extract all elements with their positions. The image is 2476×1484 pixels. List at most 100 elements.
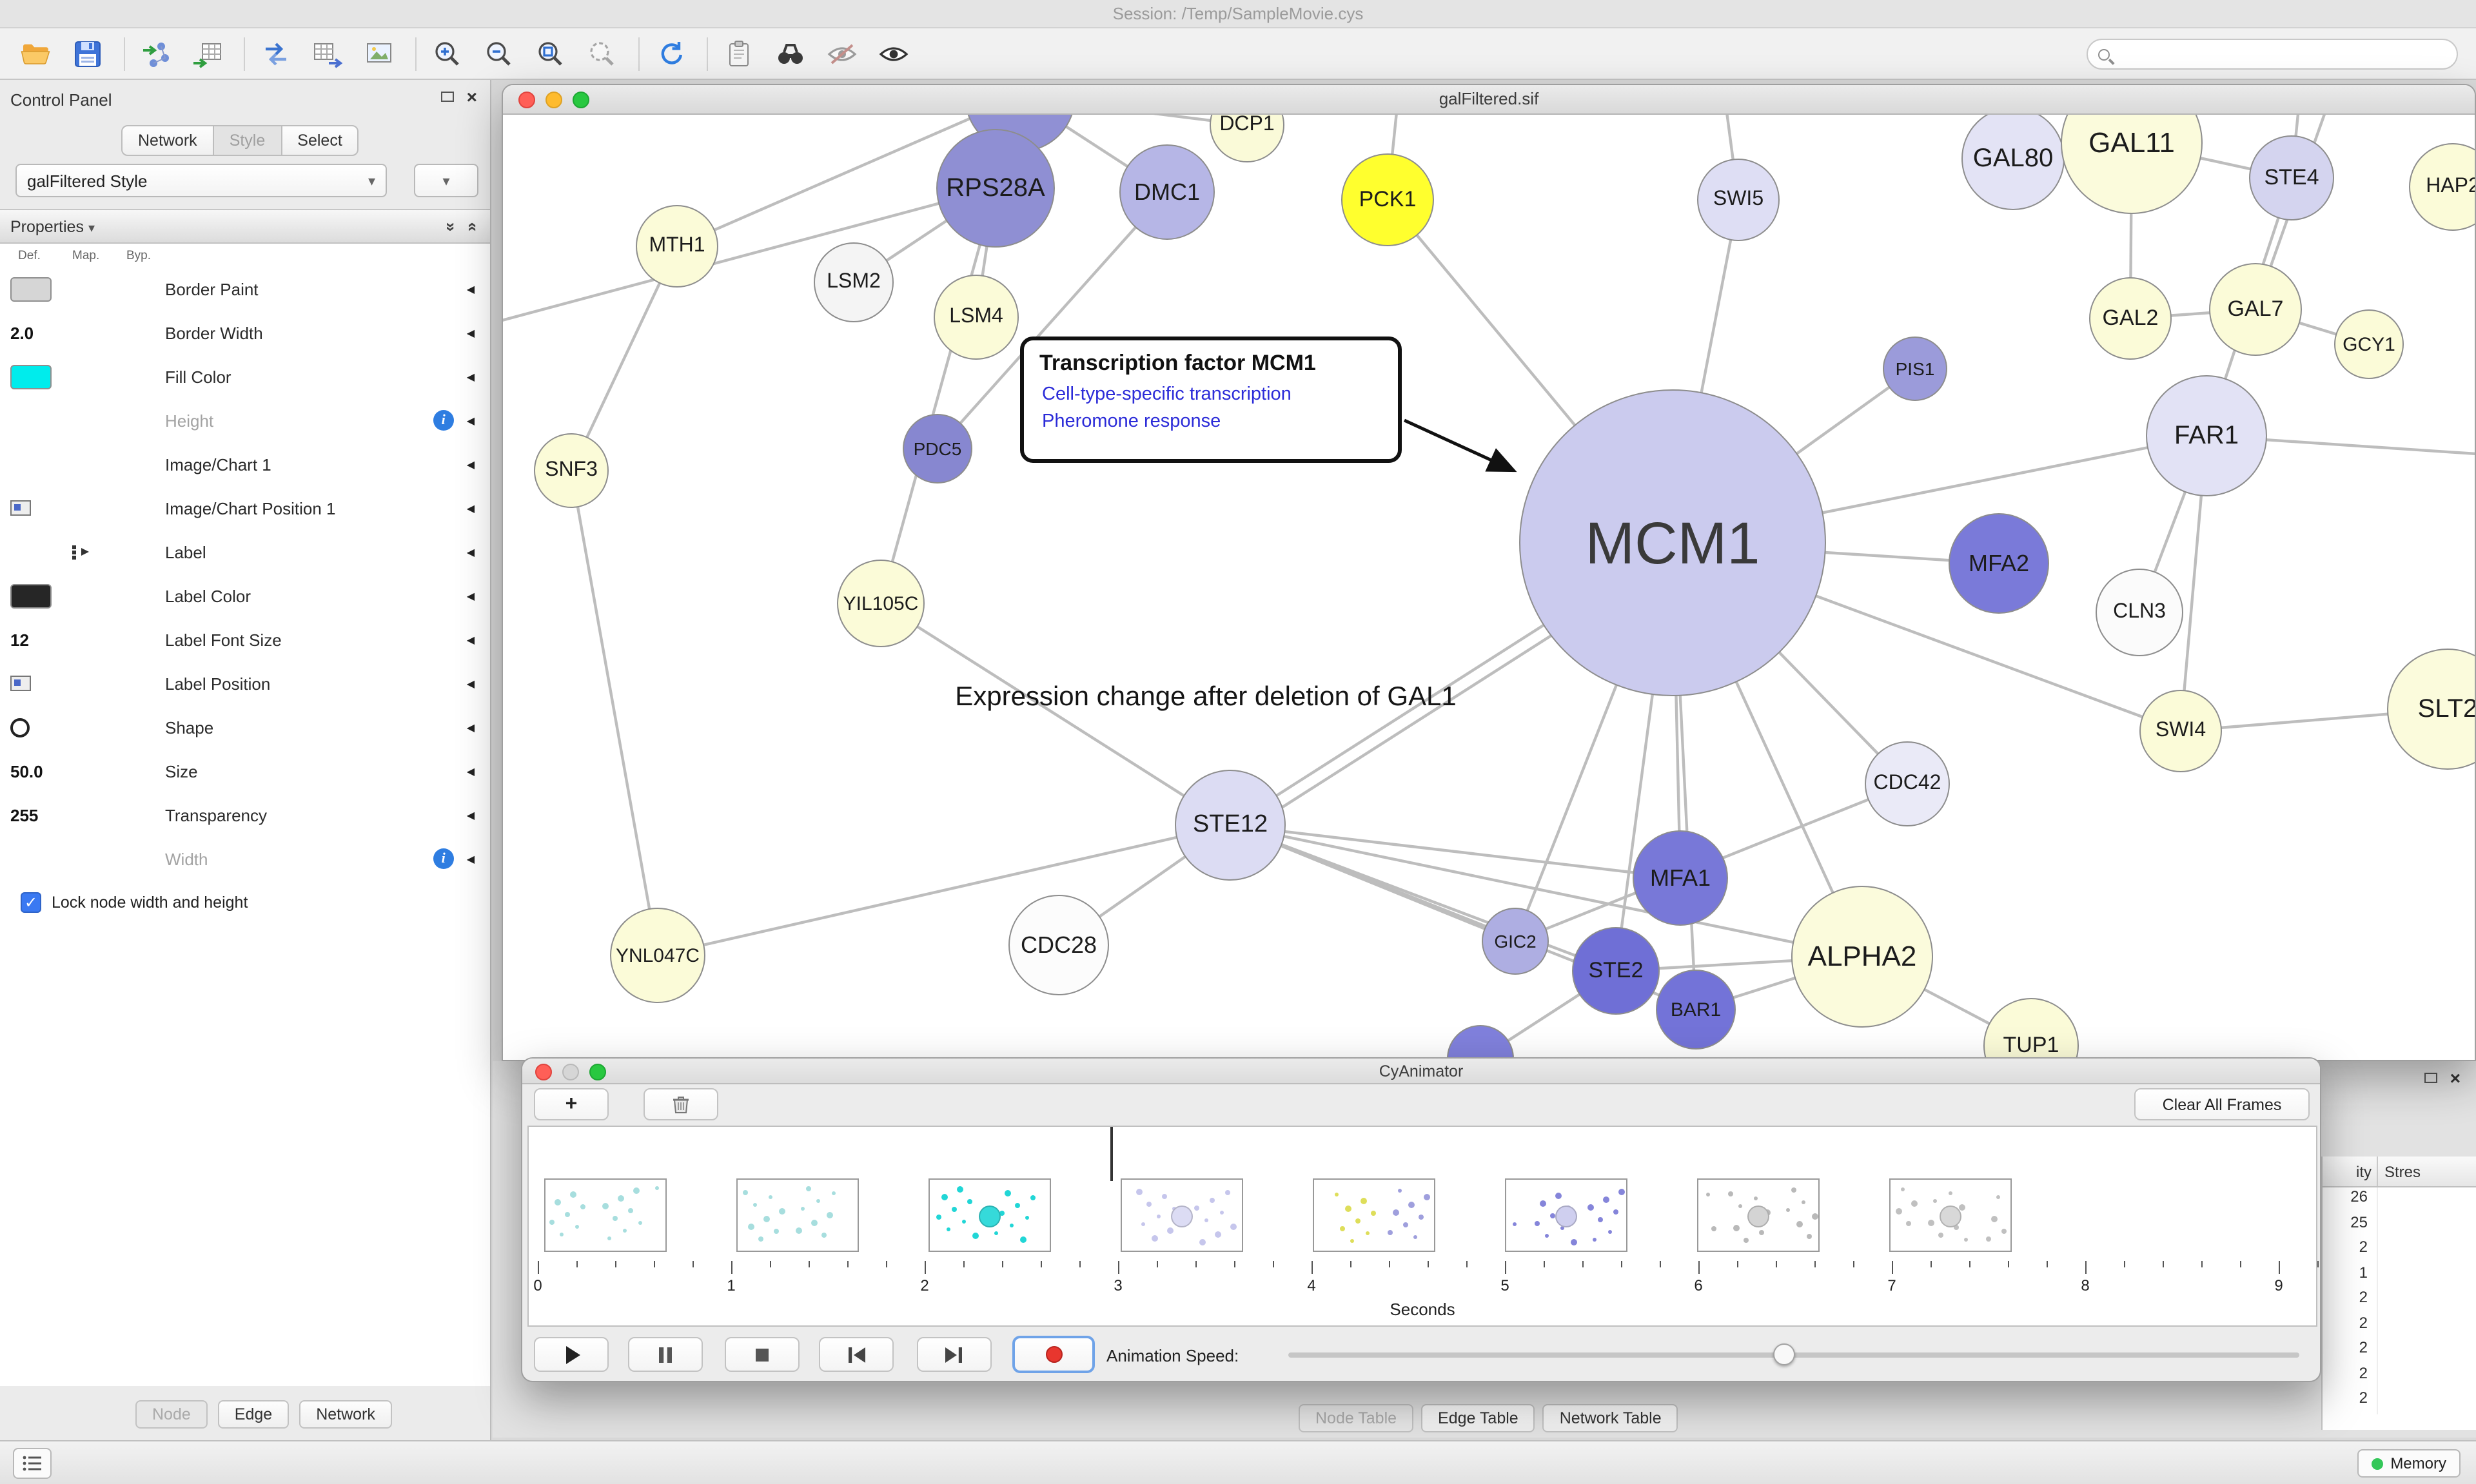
network-window-titlebar[interactable]: galFiltered.sif: [503, 85, 2475, 115]
play-button[interactable]: [534, 1337, 609, 1372]
app-titlebar[interactable]: Session: /Temp/SampleMovie.cys: [0, 0, 2476, 28]
table-row[interactable]: 2: [2323, 1338, 2476, 1363]
style-selector[interactable]: galFiltered Style ▾: [15, 164, 387, 197]
frame-thumbnail-5[interactable]: [1313, 1178, 1435, 1252]
property-row-label[interactable]: Label◀: [0, 530, 490, 574]
network-node-mcm1[interactable]: MCM1: [1519, 389, 1826, 696]
properties-section-header[interactable]: Properties ▾ » «: [0, 210, 490, 244]
network-node-cdc42[interactable]: CDC42: [1865, 741, 1950, 826]
pause-button[interactable]: [628, 1337, 703, 1372]
network-node-gic2[interactable]: GIC2: [1482, 908, 1549, 975]
add-frame-button[interactable]: +: [534, 1088, 609, 1120]
network-node-rps28a[interactable]: RPS28A: [936, 129, 1055, 248]
network-node-swi5[interactable]: SWI5: [1697, 159, 1780, 241]
network-node-hap2[interactable]: HAP2: [2409, 143, 2475, 231]
mapping-cell[interactable]: [57, 543, 113, 560]
skip-to-end-button[interactable]: [917, 1337, 992, 1372]
network-edge-SNF3-YNL047C[interactable]: [569, 470, 660, 956]
tab-style[interactable]: Style: [212, 125, 282, 156]
tab-network-bottom[interactable]: Network: [299, 1400, 392, 1429]
network-node-dmc1[interactable]: DMC1: [1119, 144, 1215, 240]
export-table-icon[interactable]: [310, 35, 346, 72]
network-node-bar1[interactable]: BAR1: [1656, 970, 1736, 1050]
expand-arrow-icon[interactable]: ◀: [466, 809, 475, 821]
minimize-window-icon[interactable]: [562, 1064, 579, 1080]
expand-arrow-icon[interactable]: ◀: [466, 458, 475, 470]
zoom-selected-icon[interactable]: [584, 35, 620, 72]
frame-thumbnail-1[interactable]: [544, 1178, 667, 1252]
network-edge-STE12-YNL047C[interactable]: [657, 823, 1231, 957]
color-swatch[interactable]: [10, 364, 52, 389]
export-image-icon[interactable]: [361, 35, 397, 72]
cyanimator-titlebar[interactable]: CyAnimator: [522, 1059, 2320, 1084]
table-column-header[interactable]: ity: [2323, 1157, 2378, 1186]
minimize-window-icon[interactable]: [545, 92, 562, 108]
expand-arrow-icon[interactable]: ◀: [466, 634, 475, 645]
table-row[interactable]: 2: [2323, 1313, 2476, 1338]
network-node-gal80[interactable]: GAL80: [1961, 115, 2065, 210]
default-value-cell[interactable]: 50.0: [0, 761, 57, 781]
network-node-pis1[interactable]: PIS1: [1883, 337, 1947, 401]
zoom-out-icon[interactable]: [481, 35, 517, 72]
network-edge-NTOP-DCP1[interactable]: [1020, 115, 1248, 127]
property-row-label-color[interactable]: Label Color◀: [0, 574, 490, 618]
tab-node-table[interactable]: Node Table: [1299, 1404, 1414, 1432]
network-node-pck1[interactable]: PCK1: [1341, 153, 1434, 246]
network-node-ste4[interactable]: STE4: [2249, 135, 2334, 220]
network-node-snf3[interactable]: SNF3: [534, 433, 609, 508]
tab-edge-table[interactable]: Edge Table: [1421, 1404, 1535, 1432]
color-swatch[interactable]: [10, 583, 52, 608]
network-edge-STE12-YIL105C[interactable]: [879, 602, 1232, 826]
close-window-icon[interactable]: [535, 1064, 552, 1080]
table-row[interactable]: 26: [2323, 1187, 2476, 1213]
animation-speed-slider[interactable]: [1288, 1337, 2299, 1372]
delete-frame-button[interactable]: [644, 1088, 718, 1120]
network-edge-RPS28A-v7[interactable]: [503, 186, 996, 334]
import-network-icon[interactable]: [138, 35, 174, 72]
network-edge-PDC5-DMC1[interactable]: [936, 191, 1168, 450]
slider-knob[interactable]: [1773, 1343, 1795, 1365]
tab-network-table[interactable]: Network Table: [1542, 1404, 1678, 1432]
tab-node[interactable]: Node: [135, 1400, 208, 1429]
frame-thumbnail-8[interactable]: [1889, 1178, 2012, 1252]
default-value-cell[interactable]: [0, 583, 57, 608]
table-row[interactable]: 2: [2323, 1288, 2476, 1313]
expand-arrow-icon[interactable]: ◀: [466, 502, 475, 514]
network-node-ste12[interactable]: STE12: [1175, 770, 1286, 881]
network-node-mfa1[interactable]: MFA1: [1633, 830, 1728, 926]
timeline-playhead[interactable]: [1110, 1127, 1112, 1181]
network-node-gal2[interactable]: GAL2: [2089, 277, 2172, 360]
property-row-fill-color[interactable]: Fill Color◀: [0, 355, 490, 398]
expand-arrow-icon[interactable]: ◀: [466, 371, 475, 382]
default-value-cell[interactable]: [0, 277, 57, 301]
lock-size-checkbox[interactable]: ✓: [21, 892, 41, 913]
expand-all-icon[interactable]: «: [463, 222, 483, 232]
property-row-image-chart-position-1[interactable]: Image/Chart Position 1◀: [0, 486, 490, 530]
expand-arrow-icon[interactable]: ◀: [466, 590, 475, 601]
default-value-cell[interactable]: [0, 500, 57, 516]
default-value-cell[interactable]: [0, 364, 57, 389]
memory-button[interactable]: Memory: [2357, 1449, 2461, 1478]
table-row[interactable]: 2: [2323, 1363, 2476, 1389]
float-panel-icon[interactable]: [2424, 1073, 2437, 1083]
property-row-label-position[interactable]: Label Position◀: [0, 661, 490, 705]
network-node-gal7[interactable]: GAL7: [2209, 263, 2302, 356]
stop-button[interactable]: [725, 1337, 800, 1372]
maximize-window-icon[interactable]: [573, 92, 589, 108]
network-caption[interactable]: Expression change after deletion of GAL1: [955, 682, 1457, 712]
expand-arrow-icon[interactable]: ◀: [466, 283, 475, 295]
open-session-icon[interactable]: [18, 35, 54, 72]
default-value-cell[interactable]: [0, 676, 57, 691]
frame-thumbnail-2[interactable]: [736, 1178, 859, 1252]
frame-thumbnail-4[interactable]: [1121, 1178, 1243, 1252]
network-node-mth1[interactable]: MTH1: [636, 205, 718, 288]
position-icon[interactable]: [10, 676, 31, 691]
network-node-gcy1[interactable]: GCY1: [2334, 309, 2404, 379]
tab-edge[interactable]: Edge: [217, 1400, 290, 1429]
annotation-link[interactable]: Cell-type-specific transcription: [1042, 384, 1292, 405]
search-input[interactable]: [2117, 45, 2440, 63]
